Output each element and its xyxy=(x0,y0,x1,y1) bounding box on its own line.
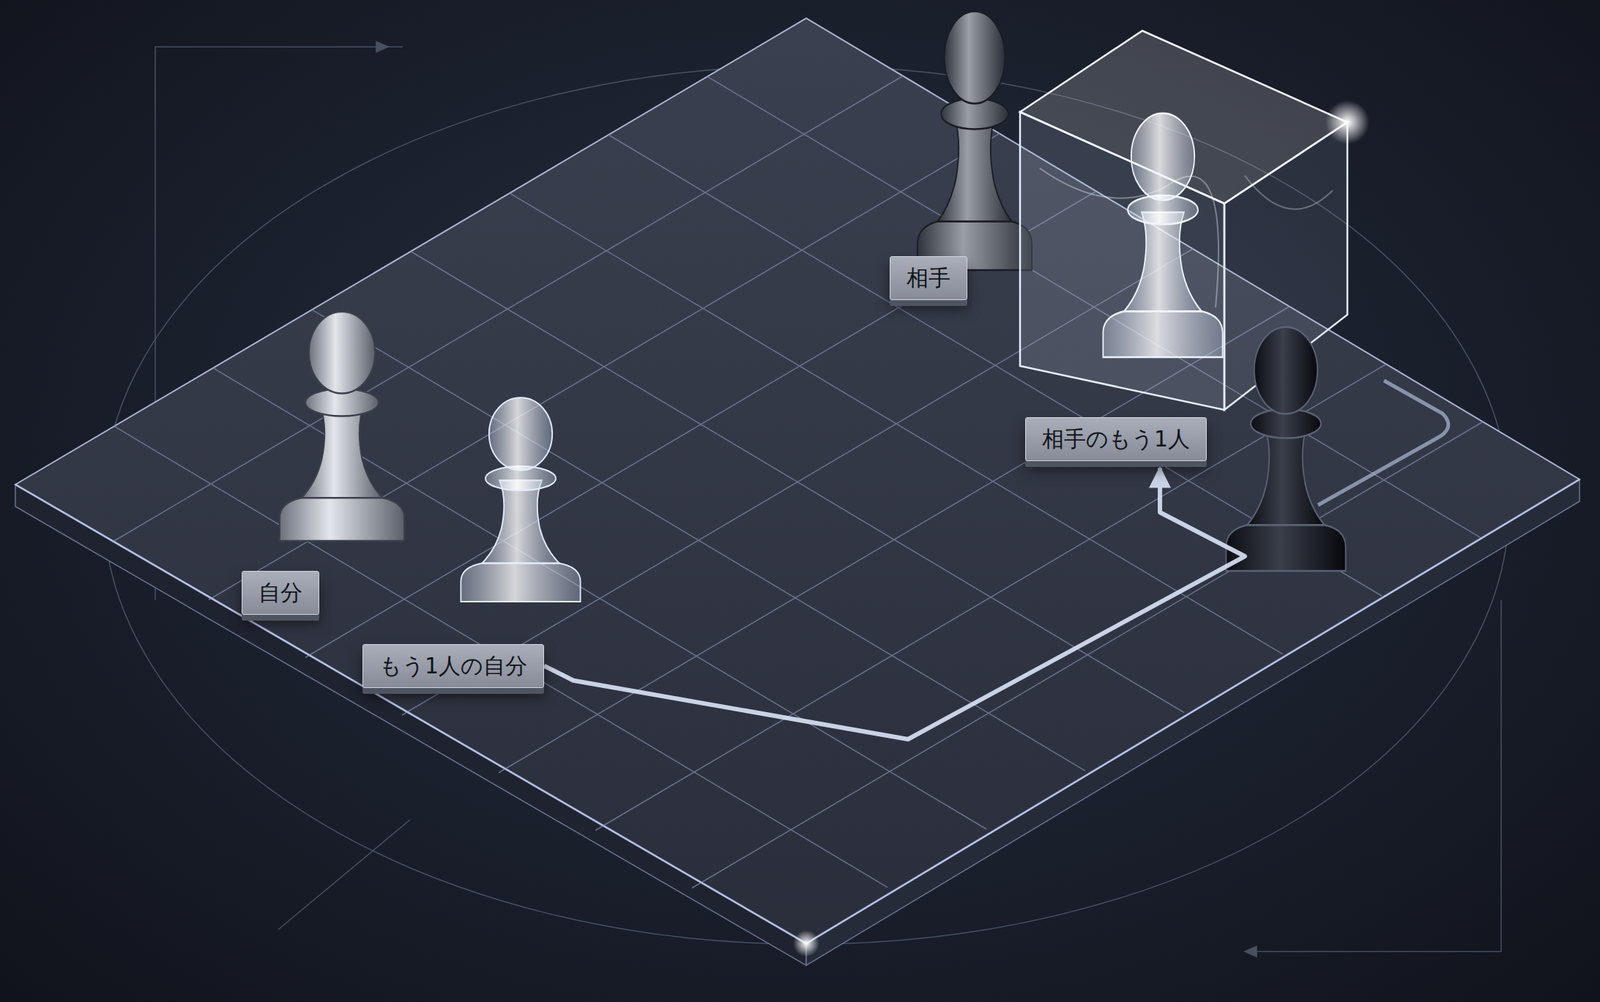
label-plate: 自分 xyxy=(241,571,320,616)
light-flare xyxy=(793,930,820,958)
label-plate: 相手のもう1人 xyxy=(1025,417,1207,462)
node-text: もう1人の自分 xyxy=(379,652,528,681)
node-text: 自分 xyxy=(258,579,303,608)
node-text: 相手 xyxy=(906,264,951,293)
label-plate: もう1人の自分 xyxy=(362,644,545,689)
board-top xyxy=(15,18,1580,944)
opponent-ghost-pawn xyxy=(1225,327,1346,572)
flow-arrow xyxy=(544,468,1245,741)
board-grid xyxy=(112,76,1483,889)
glass-cube xyxy=(1020,30,1370,411)
ghost-pawn xyxy=(460,397,580,602)
grid-line xyxy=(114,426,888,888)
grid-line xyxy=(691,421,1483,889)
own-pawn xyxy=(279,311,405,542)
loop-path xyxy=(1318,380,1449,506)
node-text: 相手のもう1人 xyxy=(1042,425,1190,454)
label-plate: 相手 xyxy=(889,256,968,301)
opponent-pawn xyxy=(917,11,1032,271)
